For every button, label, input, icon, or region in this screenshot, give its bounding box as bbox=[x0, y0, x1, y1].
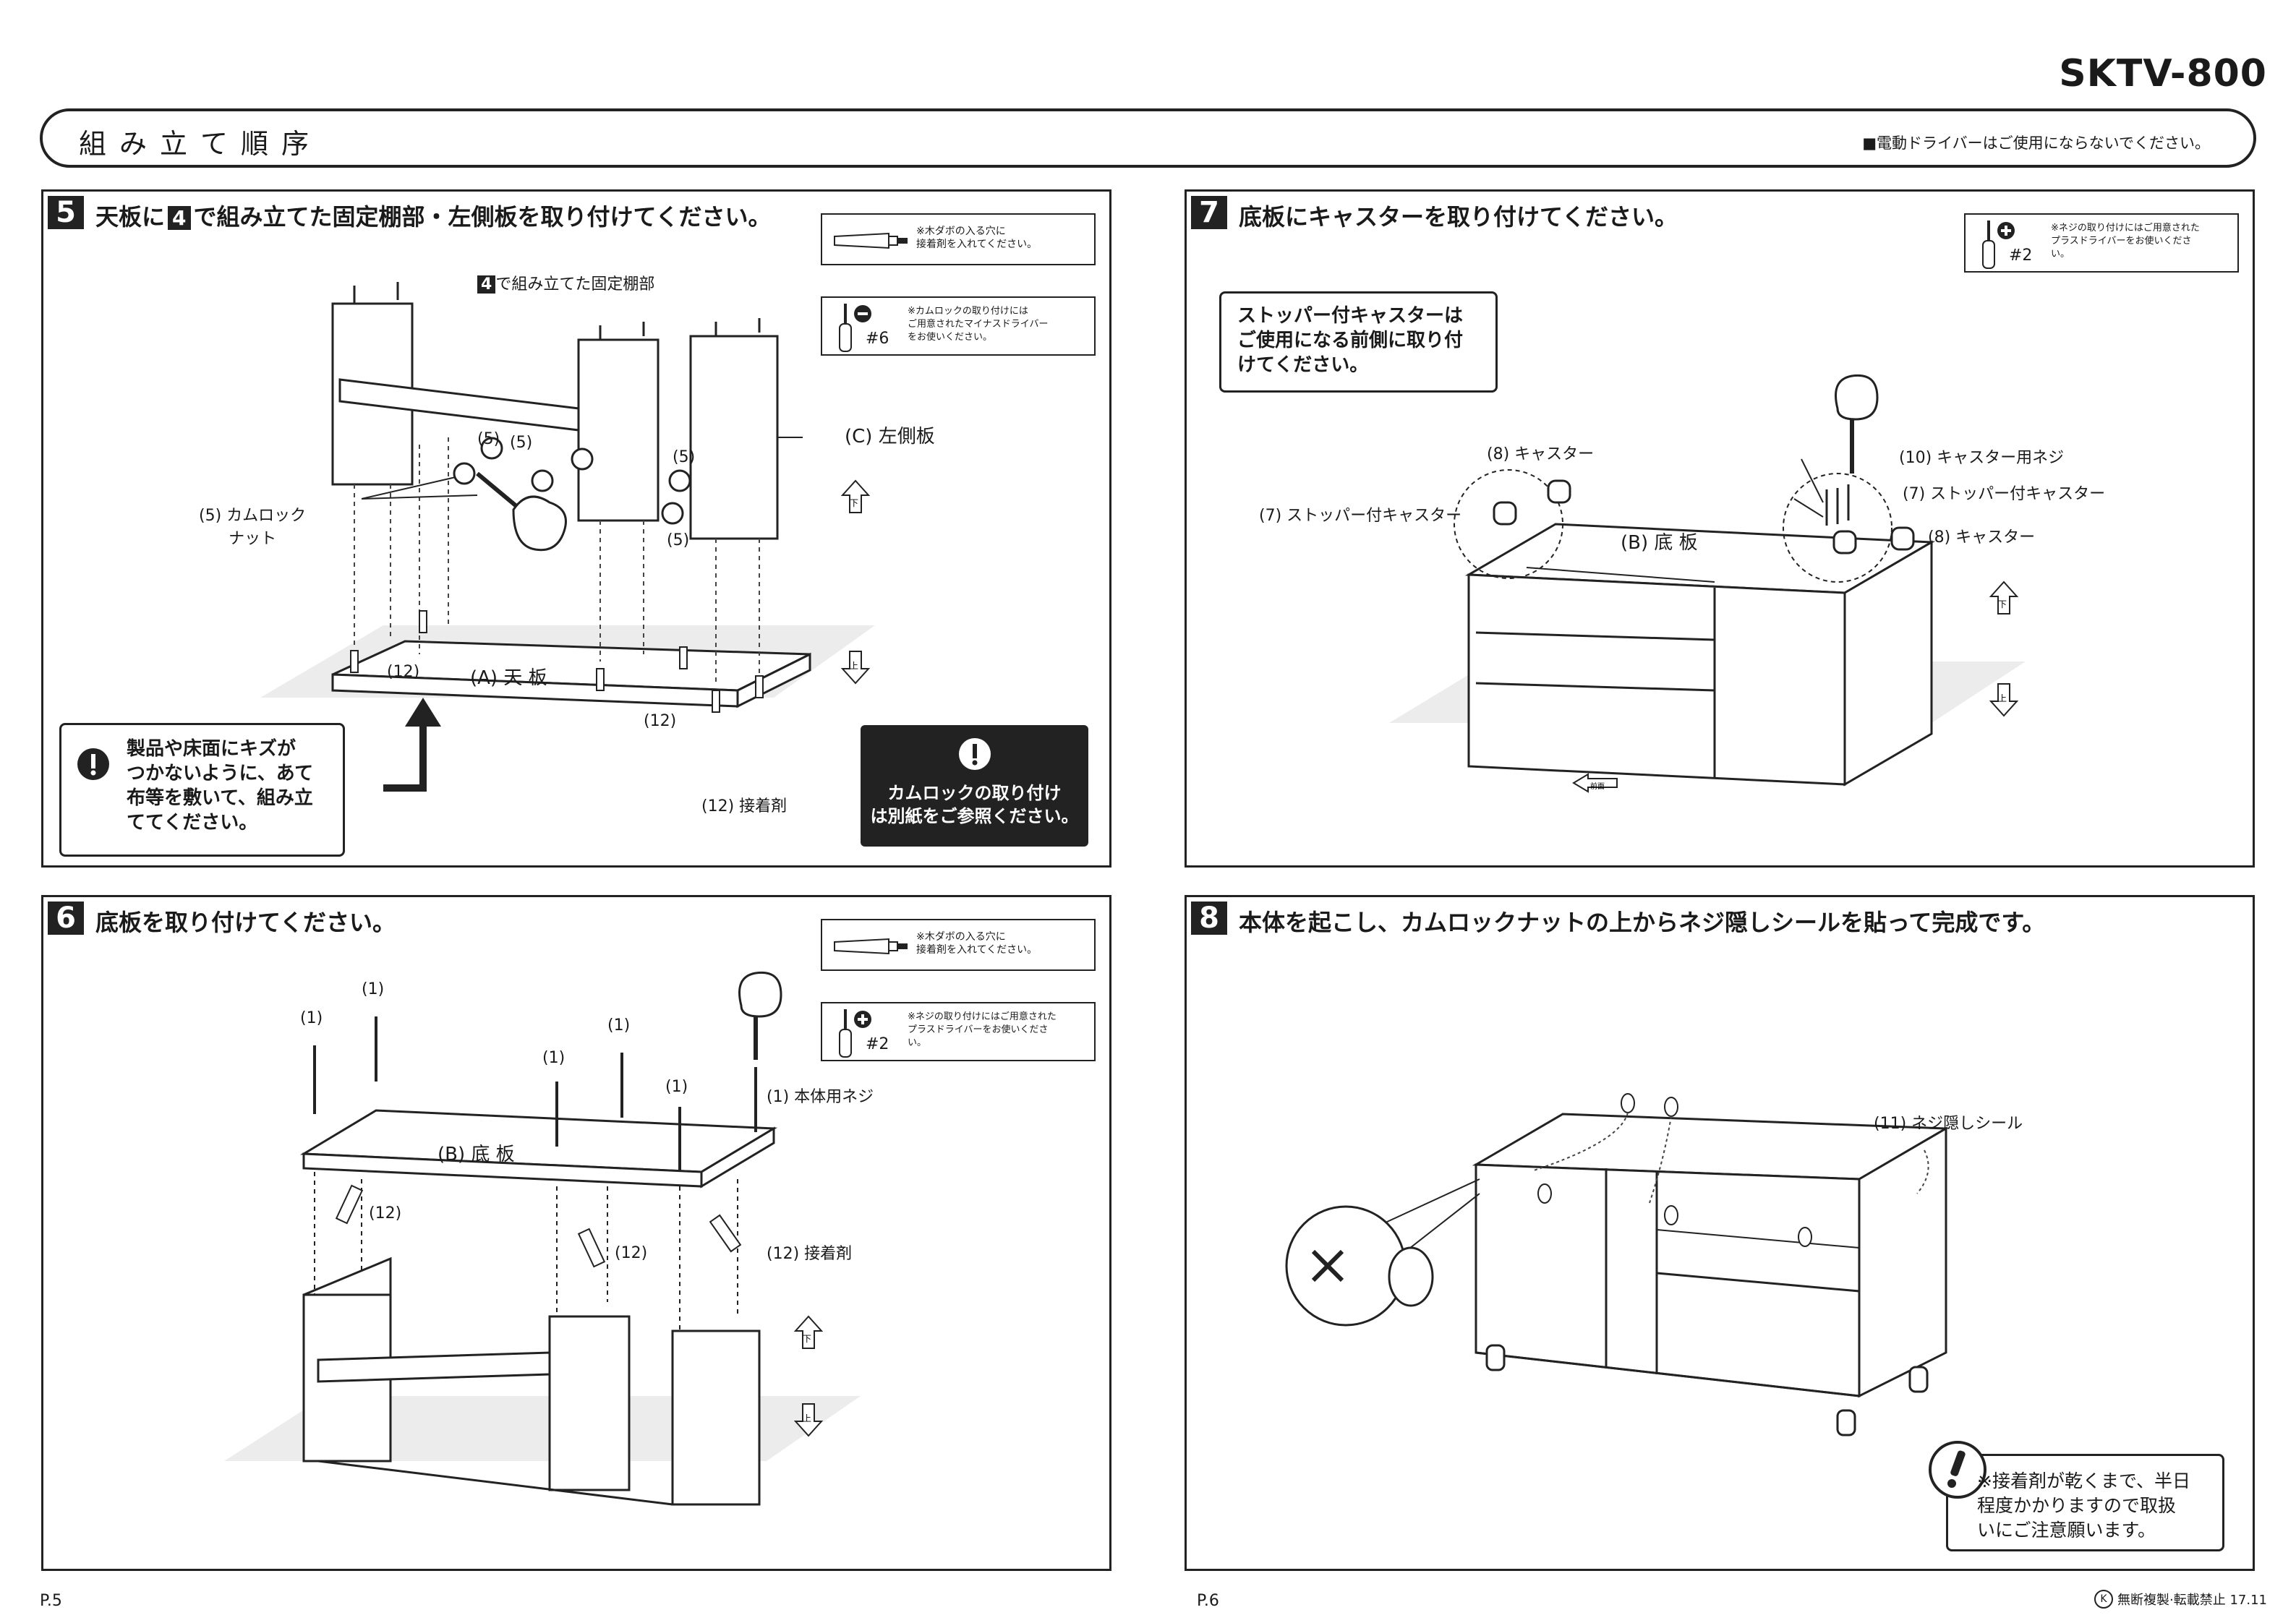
step-title: 底板を取り付けてください。 bbox=[95, 909, 396, 936]
stopper-caster-text: ストッパー付キャスターは ご使用になる前側に取り付 けてください。 bbox=[1237, 305, 1464, 376]
stopper-caster-label: (7) ストッパー付キャスター bbox=[1903, 485, 2106, 503]
copyright-text: 無断複製·転載禁止 17.11 bbox=[2117, 1593, 2267, 1608]
driver-note: #6 ※カムロックの取り付けには ご用意されたマイナスドライバー をお使いくださ… bbox=[821, 296, 1096, 356]
caster-screw-label: (10) キャスター用ネジ bbox=[1899, 449, 2065, 467]
page-number-right: P.6 bbox=[1197, 1592, 1219, 1610]
glue-label: (12) 接着剤 bbox=[767, 1245, 853, 1263]
driver-size: #6 bbox=[866, 330, 889, 348]
screw-number-label: (1) bbox=[607, 1016, 631, 1035]
section-title: 組み立て順序 bbox=[79, 128, 323, 160]
part-5-label: (5) bbox=[477, 430, 500, 448]
step-5-illustration: 下 上 bbox=[260, 282, 875, 792]
step-8-panel: 8 本体を起こし、カムロックナットの上からネジ隠しシールを貼って完成です。 bbox=[1185, 895, 2255, 1571]
step-number: 6 bbox=[48, 902, 84, 935]
bottom-board-label: (B) 底 板 bbox=[438, 1144, 515, 1165]
caster-label: (8) キャスター bbox=[1928, 528, 2036, 547]
camlock-reference-text: カムロックの取り付け は別紙をご参照ください。 bbox=[870, 783, 1079, 826]
svg-text:上: 上 bbox=[803, 1413, 811, 1423]
glue-drying-text: ※接着剤が乾くまで、半日 程度かかりますので取扱 いにご注意願います。 bbox=[1977, 1470, 2190, 1541]
flathead-screwdriver-icon bbox=[839, 304, 871, 352]
screw-number-label: (1) bbox=[362, 980, 385, 998]
driver-size: #2 bbox=[866, 1035, 889, 1053]
exclamation-icon bbox=[77, 748, 109, 780]
step-title: 本体を起こし、カムロックナットの上からネジ隠しシールを貼って完成です。 bbox=[1239, 909, 2046, 936]
phillips-screwdriver-icon bbox=[839, 1009, 871, 1058]
glue-note: ※木ダボの入る穴に 接着剤を入れてください。 bbox=[821, 213, 1096, 265]
exclamation-icon bbox=[958, 738, 991, 770]
glue-label: (12) 接着剤 bbox=[701, 797, 788, 815]
fixed-shelf-label: で組み立てた固定棚部 bbox=[495, 275, 655, 294]
top-board-label: (A) 天 板 bbox=[470, 667, 547, 689]
glue-note-text: ※木ダボの入る穴に 接着剤を入れてください。 bbox=[916, 931, 1038, 956]
glue-tube-icon bbox=[834, 938, 908, 955]
glue-drying-note: ※接着剤が乾くまで、半日 程度かかりますので取扱 いにご注意願います。 bbox=[1929, 1441, 2224, 1551]
svg-text:下: 下 bbox=[803, 1334, 811, 1344]
step-number: 5 bbox=[48, 196, 84, 229]
svg-text:前面: 前面 bbox=[1590, 781, 1605, 791]
step-7-illustration: 下 上 前面 bbox=[1389, 374, 2026, 793]
section-header: 組み立て順序 ■電動ドライバーはご使用にならないでください。 bbox=[40, 108, 2256, 168]
floor-protection-text: 製品や床面にキズが つかないように、あて 布等を敷いて、組み立 ててください。 bbox=[127, 738, 314, 834]
ref-step-number: 4 bbox=[477, 275, 496, 294]
left-panel-label: (C) 左側板 bbox=[845, 426, 935, 447]
part-5-label: (5) bbox=[673, 448, 696, 466]
stopper-caster-callout: ストッパー付キャスターは ご使用になる前側に取り付 けてください。 bbox=[1219, 291, 1498, 393]
svg-text:上: 上 bbox=[850, 661, 858, 671]
copyright-mark-icon: K bbox=[2094, 1590, 2114, 1609]
screw-number-label: (1) bbox=[300, 1009, 323, 1027]
caster-label: (8) キャスター bbox=[1487, 445, 1595, 463]
part-5-label: (5) bbox=[510, 434, 533, 452]
driver-note-text: ※ネジの取り付けにはご用意された プラスドライバーをお使いくださ い。 bbox=[2051, 223, 2200, 260]
screw-number-label: (1) bbox=[665, 1078, 688, 1096]
svg-text:上: 上 bbox=[1998, 693, 2007, 703]
step-ref-number: 4 bbox=[168, 206, 191, 230]
step-7-panel: 7 底板にキャスターを取り付けてください。 #2 ※ネジの取り付けにはご用意され… bbox=[1185, 189, 2255, 868]
camlock-reference-note: カムロックの取り付け は別紙をご参照ください。 bbox=[861, 725, 1088, 847]
driver-note-text: ※ネジの取り付けにはご用意された プラスドライバーをお使いくださ い。 bbox=[908, 1011, 1057, 1048]
driver-note-text: ※カムロックの取り付けには ご用意されたマイナスドライバー をお使いください。 bbox=[908, 306, 1049, 343]
model-number: SKTV-800 bbox=[2059, 52, 2267, 95]
svg-text:下: 下 bbox=[850, 498, 858, 508]
part-5-label: (5) bbox=[667, 531, 690, 549]
step-6-illustration: 下 上 bbox=[224, 971, 861, 1506]
bottom-board-label: (B) 底 板 bbox=[1621, 532, 1698, 554]
body-screw-label: (1) 本体用ネジ bbox=[767, 1088, 874, 1106]
camlock-label: (5) カムロック ナット bbox=[199, 507, 307, 548]
glue-tube-icon bbox=[834, 232, 908, 249]
step-number: 8 bbox=[1191, 902, 1227, 935]
step-title-pre: 天板に bbox=[95, 203, 166, 231]
driver-note: #2 ※ネジの取り付けにはご用意された プラスドライバーをお使いくださ い。 bbox=[1964, 213, 2239, 273]
floor-protection-warning: 製品や床面にキズが つかないように、あて 布等を敷いて、組み立 ててください。 bbox=[59, 723, 345, 857]
driver-warning: ■電動ドライバーはご使用にならないでください。 bbox=[1862, 134, 2210, 152]
page-number-left: P.5 bbox=[40, 1592, 62, 1610]
step-6-panel: 6 底板を取り付けてください。 ※木ダボの入る穴に 接着剤を入れてください。 #… bbox=[41, 895, 1111, 1571]
part-12-label: (12) bbox=[387, 663, 420, 681]
driver-size: #2 bbox=[2009, 247, 2033, 265]
screw-cover-seal-label: (11) ネジ隠しシール bbox=[1874, 1115, 2023, 1133]
glue-note: ※木ダボの入る穴に 接着剤を入れてください。 bbox=[821, 919, 1096, 971]
part-12-label: (12) bbox=[369, 1204, 402, 1222]
part-12-label: (12) bbox=[615, 1244, 648, 1262]
stopper-caster-label: (7) ストッパー付キャスター bbox=[1259, 507, 1462, 525]
step-title-post: で組み立てた固定棚部・左側板を取り付けてください。 bbox=[193, 203, 772, 231]
step-title: 底板にキャスターを取り付けてください。 bbox=[1239, 203, 1678, 231]
phillips-screwdriver-icon bbox=[1982, 220, 2015, 269]
step-number: 7 bbox=[1191, 196, 1227, 229]
part-12-label: (12) bbox=[644, 712, 677, 730]
copyright-notice: K 無断複製·転載禁止 17.11 bbox=[2094, 1590, 2267, 1609]
svg-text:下: 下 bbox=[1998, 599, 2007, 609]
screw-number-label: (1) bbox=[542, 1049, 566, 1067]
driver-note: #2 ※ネジの取り付けにはご用意された プラスドライバーをお使いくださ い。 bbox=[821, 1002, 1096, 1061]
glue-note-text: ※木ダボの入る穴に 接着剤を入れてください。 bbox=[916, 226, 1038, 250]
step-8-illustration bbox=[1285, 1093, 1950, 1436]
exclamation-icon bbox=[1929, 1441, 1986, 1499]
